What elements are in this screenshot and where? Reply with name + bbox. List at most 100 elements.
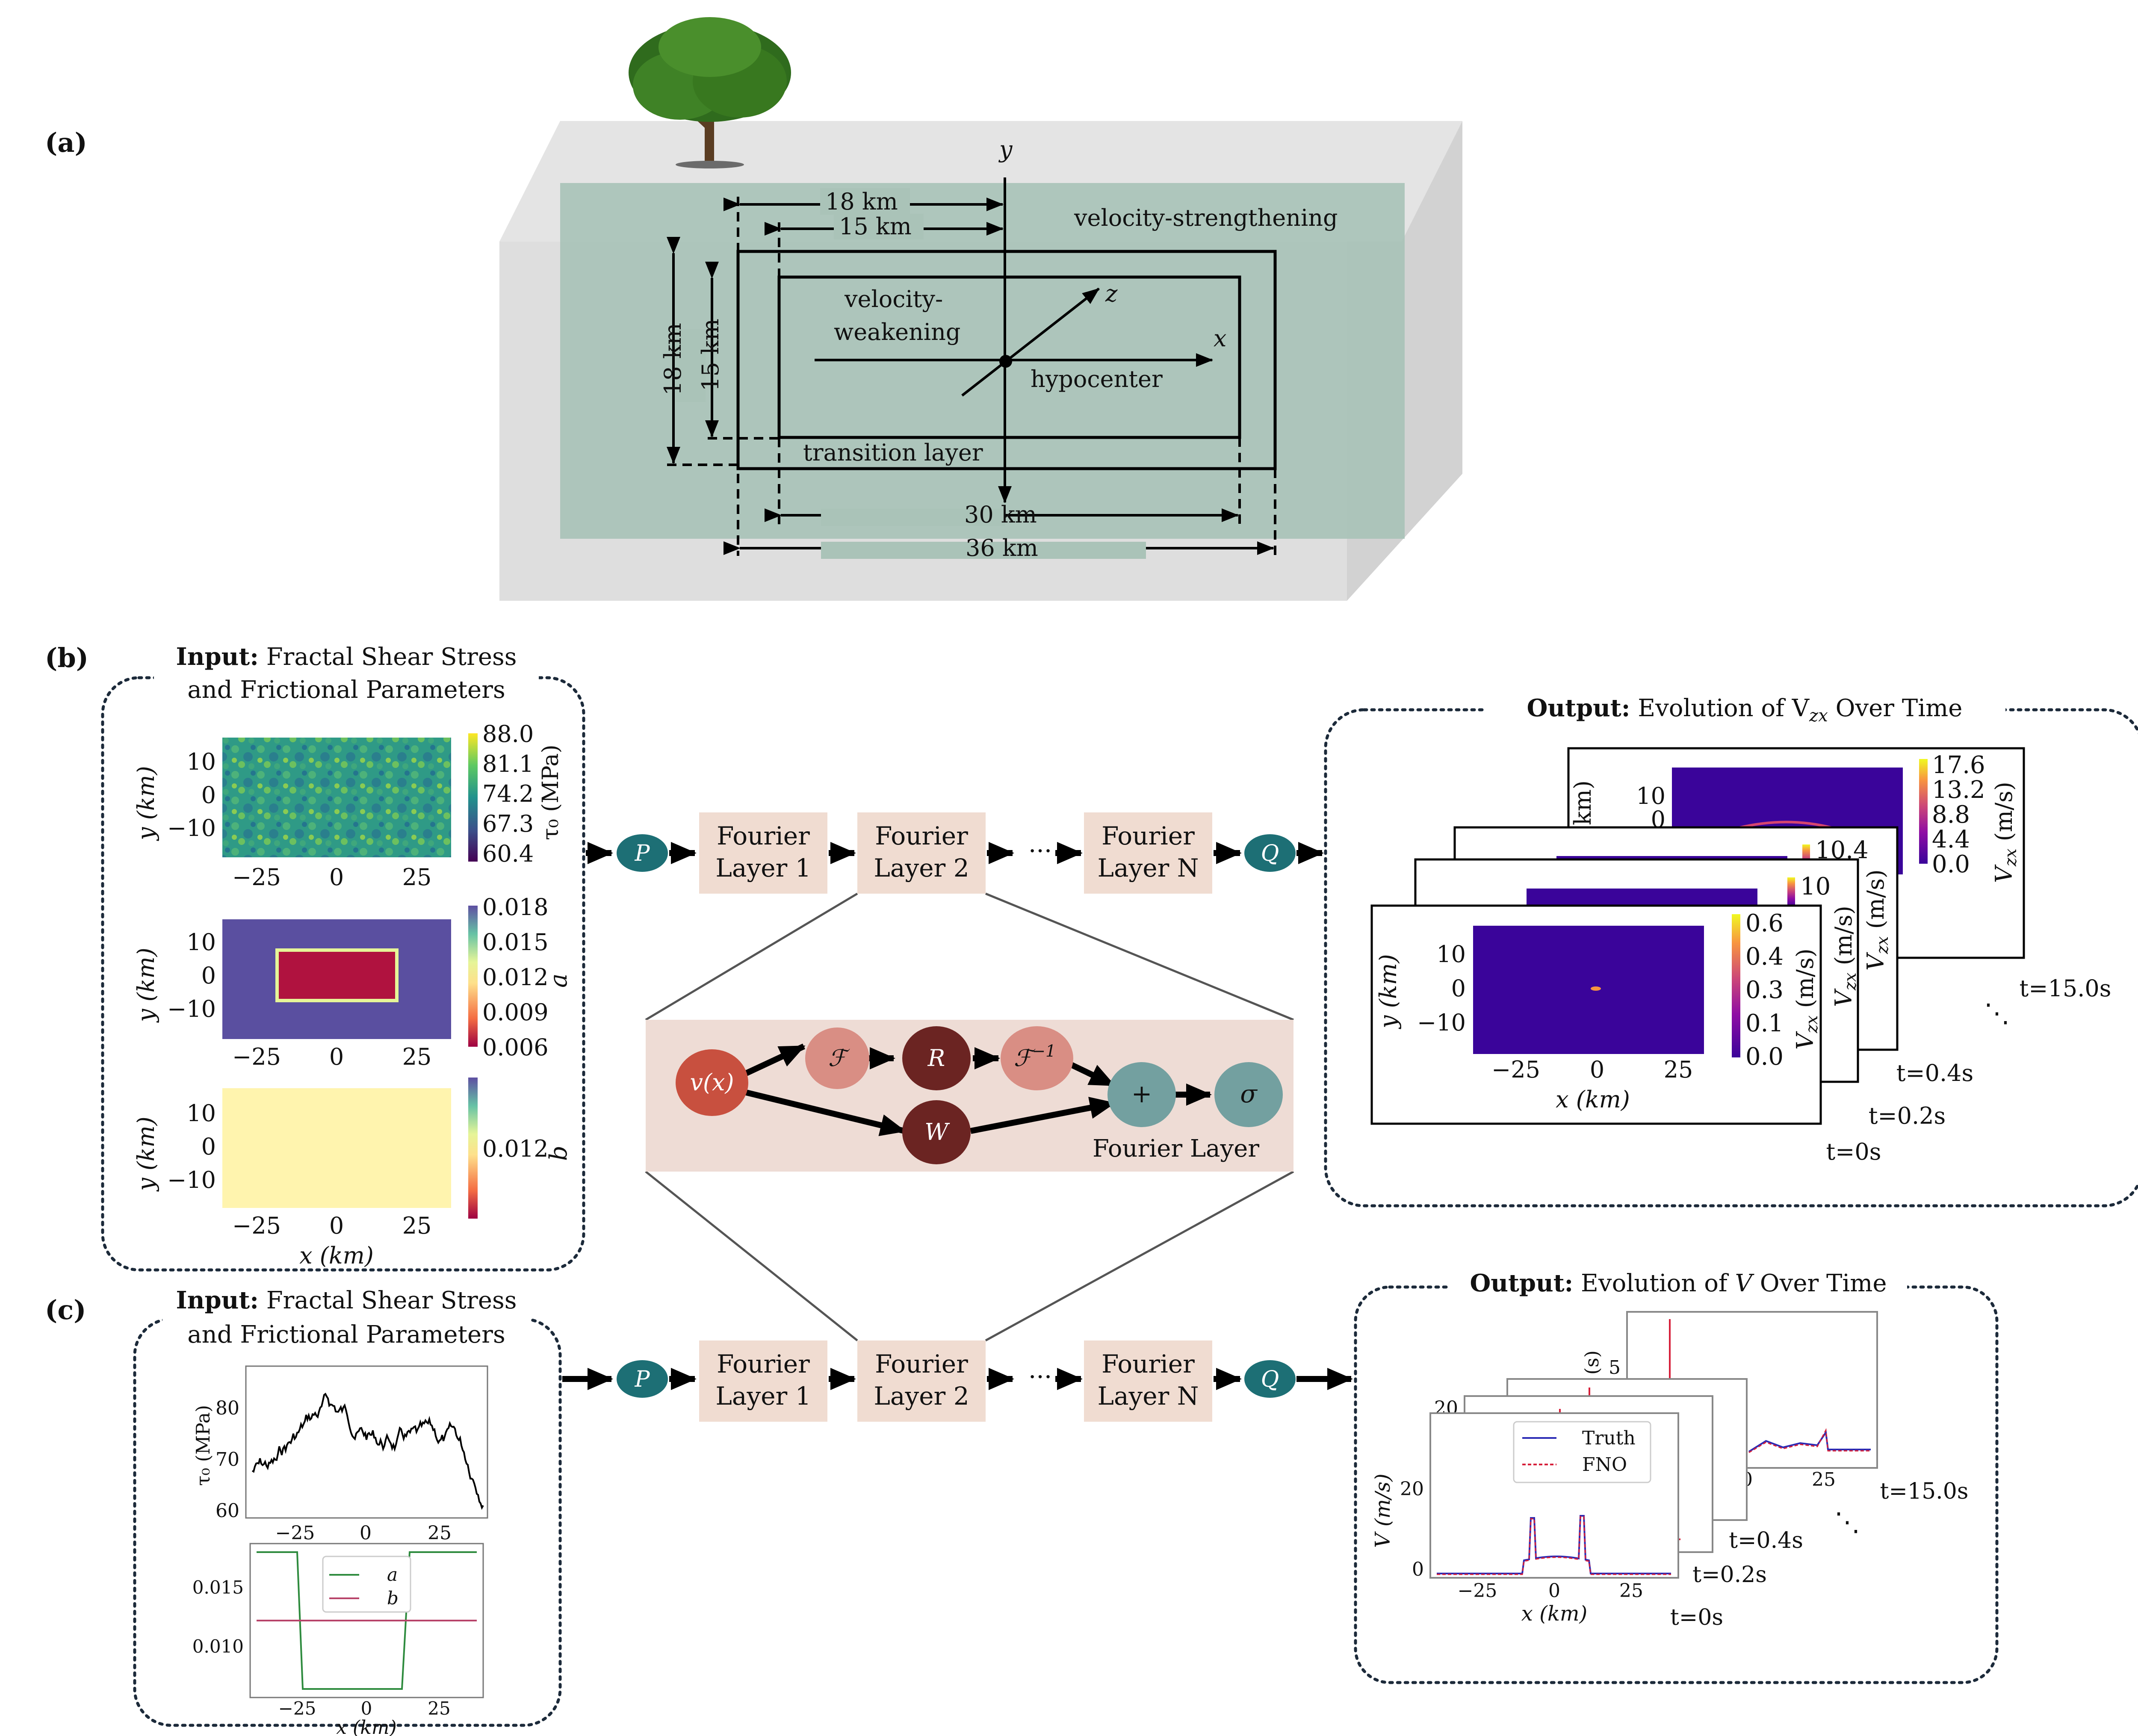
- frame-c-t0: Truth FNO 20 0 V (m/s) −25 0 25 x (km): [1371, 1412, 1679, 1626]
- tau0-ylabel: y (km): [133, 766, 159, 841]
- a-map: y (km) 10 0 −10 −25 0 25 0.018 0.015 0.0…: [133, 894, 573, 1070]
- fourier-layer-1-b-line2: Layer 1: [715, 853, 811, 883]
- frame-b-t0-heatmap: [1473, 926, 1704, 1054]
- W-node-label: W: [924, 1119, 950, 1146]
- tau0-map: y (km) 10 0 −10 −25 0 25 88.0 81.1 74.2 …: [133, 720, 564, 891]
- tau0-lineplot: 80 70 60 −25 0 25 τ₀ (MPa): [192, 1365, 488, 1544]
- frame-b-t0-cbar-tick-0: 0.6: [1745, 909, 1784, 937]
- a-ytick-m10: −10: [167, 995, 216, 1022]
- label-velocity-strengthening: velocity-strengthening: [1074, 204, 1338, 231]
- a-xtick-m25: −25: [232, 1043, 281, 1070]
- plus-node-label: +: [1131, 1079, 1152, 1108]
- a-xtick-25: 25: [402, 1043, 432, 1070]
- a-cbar-tick-2: 0.012: [482, 964, 549, 991]
- frame-b-t15-rupture-front: [1731, 821, 1839, 831]
- v-legend: [1513, 1421, 1651, 1483]
- b-ytick-10: 10: [186, 1100, 216, 1127]
- frame-c-t15-ylabel: (s): [1581, 1350, 1603, 1375]
- tau0-xtick-m25: −25: [232, 864, 281, 891]
- frame-c-t0-xtick-25: 25: [1619, 1580, 1643, 1602]
- pipeline-ellipsis-c: ···: [1028, 1362, 1052, 1391]
- pipeline-ellipsis-b: ···: [1028, 836, 1052, 865]
- a-series: [257, 1551, 477, 1690]
- ab-xtick-0: 0: [361, 1698, 372, 1719]
- frame-b-t0-ytick-0: 0: [1451, 975, 1466, 1002]
- ab-lineplot: a b 0.015 0.010 −25 0 25 x (km): [192, 1543, 484, 1736]
- frame-b-t02-cbar-label: Vzx (m/s): [1830, 906, 1860, 1007]
- frame-b-t0-hypocenter: [1591, 986, 1601, 991]
- fourier-layer-1-c-line2: Layer 1: [715, 1382, 811, 1411]
- a-ylabel: y (km): [133, 948, 159, 1023]
- ab-ytick-0015: 0.015: [192, 1577, 244, 1598]
- tree-icon: [629, 17, 791, 168]
- frame-b-t15-ytick-10: 10: [1636, 782, 1666, 809]
- dim-18km-left: 18 km: [659, 323, 686, 396]
- input-box-c: Input: Fractal Shear Stress and Friction…: [133, 1283, 562, 1727]
- fourier-layer-2-b-line2: Layer 2: [874, 853, 969, 883]
- fourier-layer-1-c: [699, 1340, 827, 1422]
- input-title-b-line1: Input: Fractal Shear Stress: [176, 643, 517, 671]
- output-title-b: Output: Evolution of Vzx Over Time: [1527, 694, 1963, 726]
- R-node-label: R: [927, 1045, 945, 1072]
- tau0-ytick-10: 10: [186, 748, 216, 775]
- pipeline-b: P Fourier Layer 1 Fourier Layer 2 ··· Fo…: [586, 812, 1324, 894]
- tau0c-ytick-70: 70: [216, 1449, 239, 1470]
- b-colorbar: [468, 1078, 478, 1219]
- output-box-b: Output: Evolution of Vzx Over Time: [1324, 688, 2138, 1208]
- frame-b-t0-ytick-m10: −10: [1417, 1009, 1466, 1036]
- frame-b-t0-colorbar: [1732, 914, 1740, 1057]
- frame-b-t0-xtick-m25: −25: [1491, 1056, 1540, 1083]
- b-xtick-0: 0: [329, 1212, 344, 1239]
- time-label-c-t15: t=15.0s: [1880, 1479, 1969, 1504]
- tau0-cbar-tick-3: 67.3: [482, 810, 534, 837]
- time-label-b-t0: t=0s: [1826, 1138, 1881, 1165]
- fourier-layer-detail: v(x) ℱ R ℱ−1 W + σ Fourier Layer: [646, 1020, 1293, 1172]
- ab-xlabel: x (km): [336, 1717, 397, 1736]
- tau0c-xtick-m25: −25: [275, 1522, 315, 1544]
- a-weakening-zone: [275, 948, 399, 1002]
- a-cbar-tick-1: 0.015: [482, 929, 549, 956]
- a-cbar-tick-4: 0.006: [482, 1034, 549, 1061]
- Q-label-b: Q: [1261, 841, 1279, 866]
- v-legend-truth: Truth: [1582, 1427, 1636, 1449]
- frame-b-t0-ylabel: y (km): [1375, 954, 1402, 1029]
- fourier-layer-1-c-line1: Fourier: [717, 1349, 810, 1379]
- label-velocity-weakening-2: weakening: [834, 319, 960, 345]
- panel-label-b: (b): [45, 642, 89, 673]
- time-label-b-t04: t=0.4s: [1896, 1060, 1974, 1086]
- fourier-layer-N-b: [1084, 812, 1212, 894]
- Q-label-c: Q: [1261, 1367, 1279, 1392]
- ellipsis-b: ⋱: [1984, 998, 2010, 1028]
- b-ylabel: y (km): [133, 1116, 159, 1192]
- dim-30km: 30 km: [964, 501, 1037, 528]
- tau0-ytick-0: 0: [201, 782, 216, 809]
- a-xtick-0: 0: [329, 1043, 344, 1070]
- fourier-layer-2-c-line1: Fourier: [875, 1349, 968, 1379]
- v-node: [676, 1049, 748, 1116]
- input-title-c-line1: Input: Fractal Shear Stress: [176, 1286, 517, 1314]
- fourier-layer-N-b-line1: Fourier: [1101, 821, 1195, 850]
- a-cbar-tick-0: 0.018: [482, 894, 549, 921]
- input-title-c-line2: and Frictional Parameters: [187, 1321, 505, 1349]
- fourier-layer-N-b-line2: Layer N: [1097, 853, 1199, 883]
- frame-b-t0-xtick-0: 0: [1590, 1056, 1604, 1083]
- zoom-lines: [645, 892, 1294, 1342]
- tau0c-xtick-0: 0: [360, 1522, 372, 1544]
- fourier-layer-N-c-line1: Fourier: [1101, 1349, 1195, 1379]
- frame-c-t0-xlabel: x (km): [1521, 1602, 1587, 1626]
- frame-b-t0-cbar-label: Vzx (m/s): [1792, 948, 1821, 1050]
- dim-15km-top: 15 km: [839, 213, 912, 240]
- frame-b-t0-cbar-tick-2: 0.3: [1745, 976, 1784, 1004]
- tau0c-ylabel: τ₀ (MPa): [192, 1405, 214, 1486]
- label-hypocenter: hypocenter: [1031, 366, 1163, 393]
- ab-legend-a: a: [387, 1564, 398, 1585]
- frame-b-t15-cbar-tick-1: 13.2: [1932, 776, 1985, 804]
- inner-rectangle: [777, 275, 1241, 439]
- a-cbar-tick-3: 0.009: [482, 999, 549, 1026]
- frame-c-t0-truth: [1437, 1515, 1671, 1574]
- ab-legend-b: b: [387, 1588, 399, 1609]
- label-velocity-weakening-1: velocity-: [844, 286, 943, 313]
- tau0-xtick-25: 25: [402, 864, 432, 891]
- time-label-c-t0: t=0s: [1670, 1605, 1723, 1630]
- a-ytick-10: 10: [186, 929, 216, 956]
